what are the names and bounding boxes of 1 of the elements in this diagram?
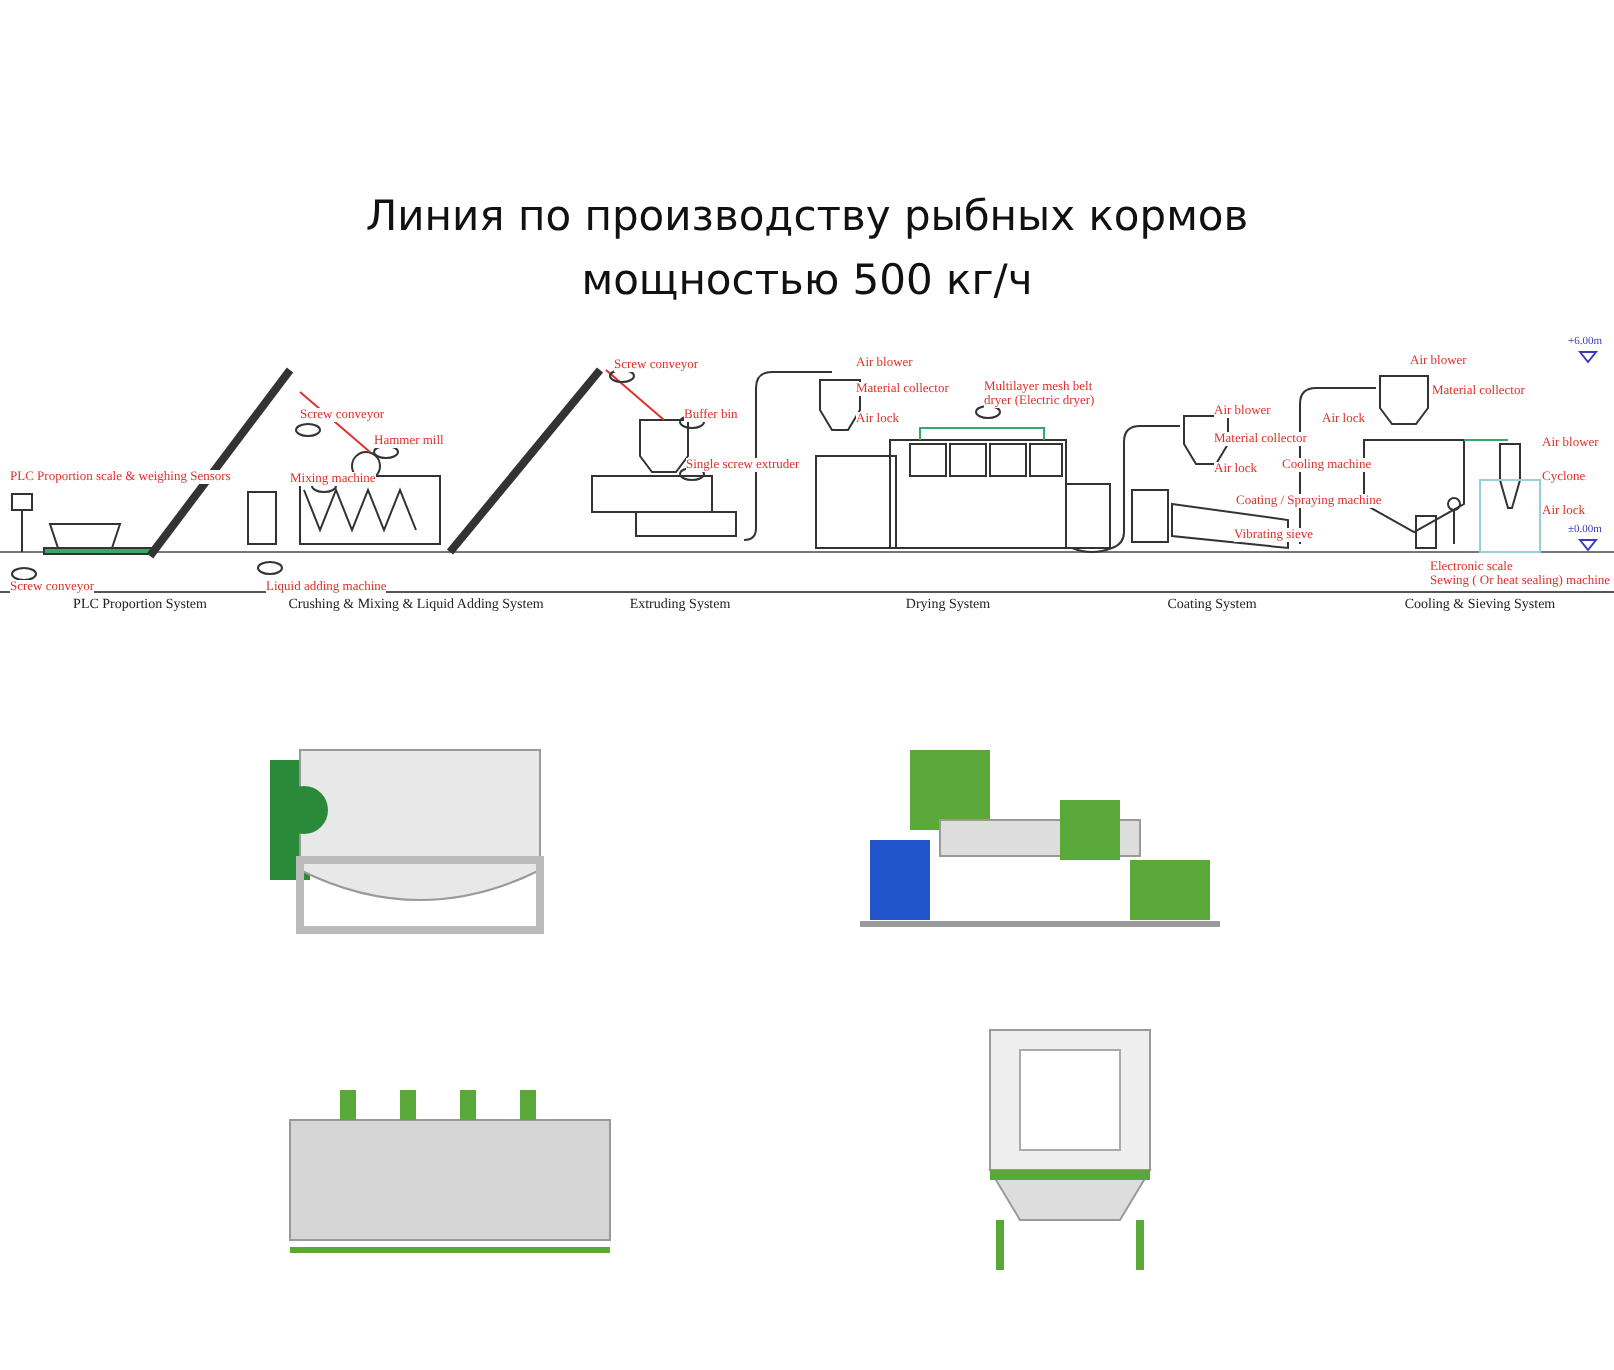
title: Линия по производству рыбных кормов мощностью 500 кг/ч — [363, 190, 1251, 308]
